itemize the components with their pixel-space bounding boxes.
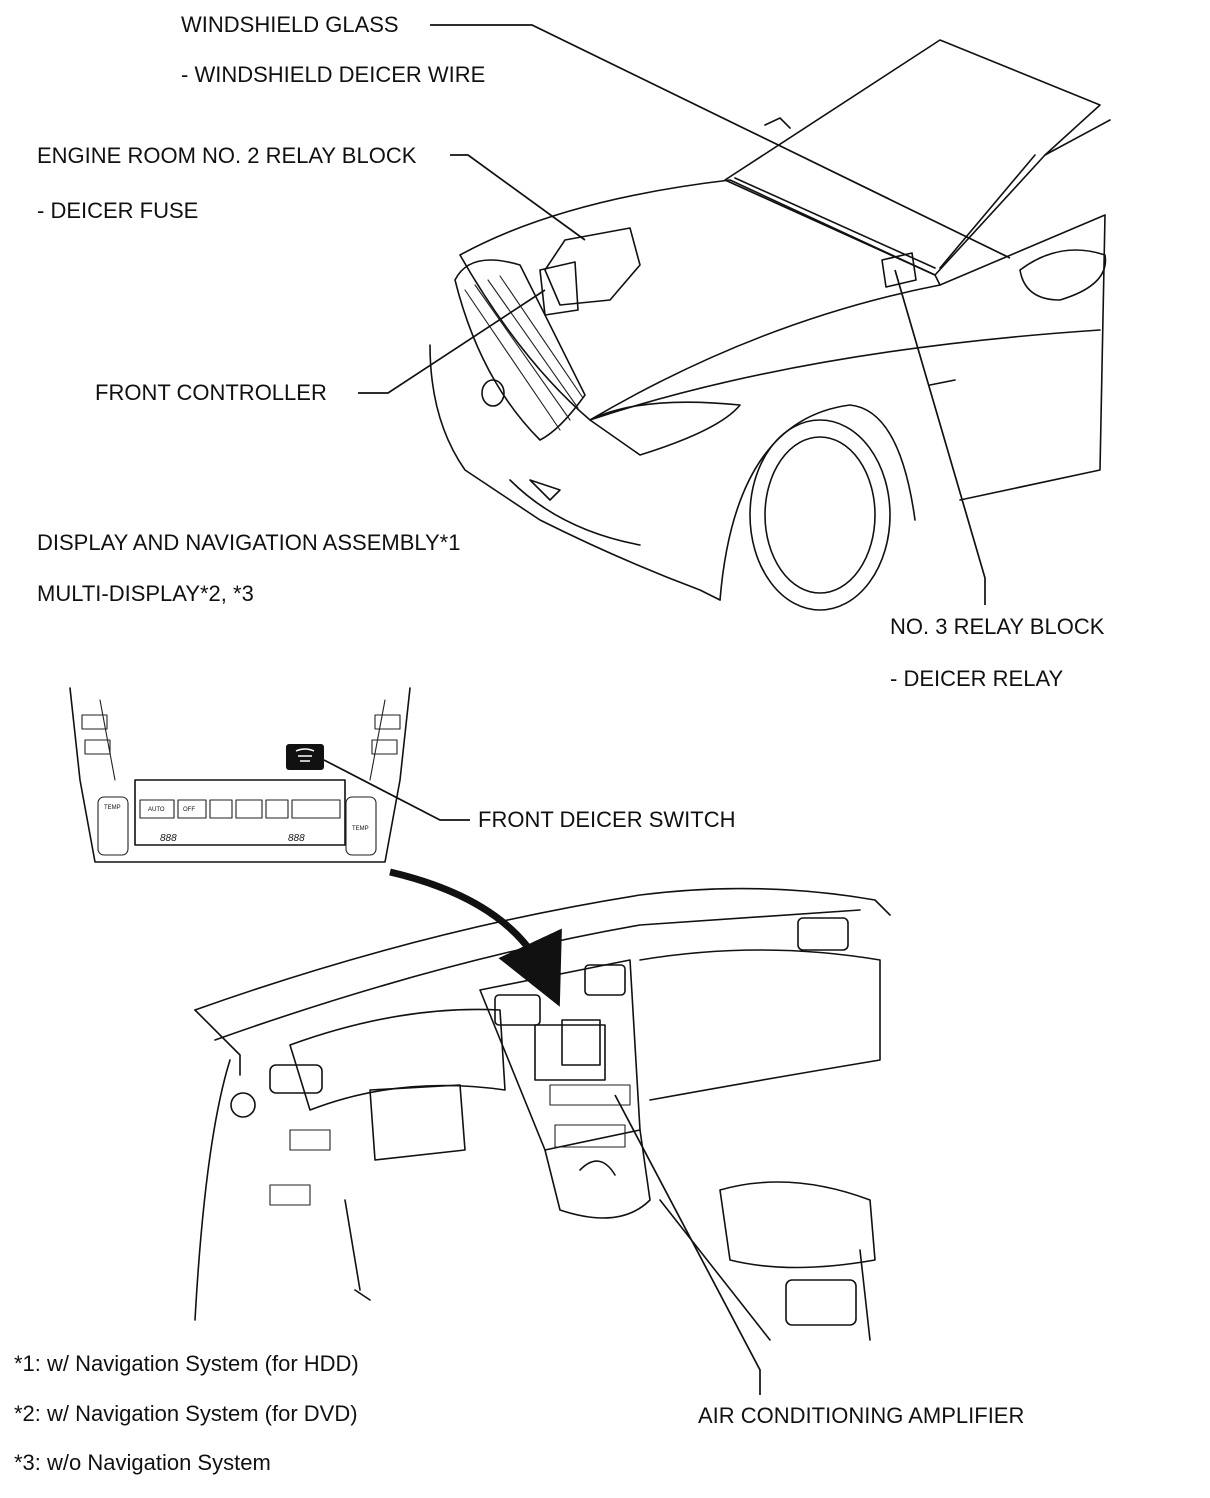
armrest bbox=[719, 1181, 876, 1269]
right-vent-slat-1 bbox=[374, 714, 401, 730]
leader-no3-relay-block bbox=[894, 269, 986, 605]
left-air-vent bbox=[269, 1064, 323, 1094]
headlamp bbox=[589, 401, 741, 456]
center-console bbox=[544, 1129, 651, 1219]
label-display-navigation-assembly: DISPLAY AND NAVIGATION ASSEMBLY*1 bbox=[37, 530, 461, 555]
steering-hub bbox=[369, 1084, 466, 1161]
side-marker bbox=[929, 379, 956, 386]
left-speaker bbox=[230, 1092, 256, 1118]
left-vent-slat-2 bbox=[84, 739, 111, 755]
label-front-deicer-switch: FRONT DEICER SWITCH bbox=[478, 807, 736, 832]
shift-knob bbox=[579, 1160, 616, 1176]
panel-temp-display-right: 888 bbox=[288, 833, 305, 844]
center-stack bbox=[479, 959, 641, 1151]
center-controls bbox=[549, 1084, 631, 1106]
panel-button-4 bbox=[235, 799, 263, 819]
left-door-edge bbox=[194, 1059, 231, 1321]
climate-panel-in-dash bbox=[554, 1124, 626, 1148]
panel-button-5 bbox=[265, 799, 289, 819]
dashboard-illustration bbox=[194, 887, 891, 1341]
left-switch-cluster-1 bbox=[289, 1129, 331, 1151]
bumper-crease bbox=[509, 479, 641, 546]
front-bumper bbox=[429, 344, 721, 601]
panel-temp-right-text: TEMP bbox=[352, 826, 369, 832]
left-temp-rocker bbox=[97, 796, 129, 856]
console-sides bbox=[659, 1199, 871, 1341]
front-controller-shape bbox=[539, 261, 579, 316]
display-screen bbox=[534, 1024, 606, 1081]
wiper-line bbox=[734, 177, 936, 269]
windshield-lower-edge bbox=[939, 154, 1036, 269]
windshield-outline bbox=[724, 39, 1101, 276]
off-button-shape bbox=[177, 799, 207, 819]
leader-windshield-glass bbox=[430, 24, 1011, 259]
label-windshield-glass: WINDSHIELD GLASS bbox=[181, 12, 399, 37]
pedal-area bbox=[344, 1199, 371, 1301]
footnote-2: *2: w/ Navigation System (for DVD) bbox=[14, 1401, 358, 1426]
roof-edge bbox=[1044, 119, 1111, 156]
leader-front-controller bbox=[358, 289, 546, 394]
display-unit bbox=[561, 1019, 601, 1066]
grille bbox=[454, 259, 586, 441]
auto-button-shape bbox=[139, 799, 175, 819]
grille-slats bbox=[464, 275, 584, 431]
label-engine-room-relay-block: ENGINE ROOM NO. 2 RELAY BLOCK bbox=[37, 143, 417, 168]
rear-air-vent bbox=[785, 1279, 857, 1326]
panel-bezel bbox=[69, 687, 411, 863]
location-arrow bbox=[389, 868, 562, 1007]
front-tire-inner bbox=[764, 436, 876, 594]
emblem bbox=[481, 379, 505, 407]
mirror-stub bbox=[764, 117, 791, 129]
right-vent-slat-2 bbox=[371, 739, 398, 755]
dash-left-end bbox=[194, 1009, 241, 1076]
dash-top-edge-2 bbox=[214, 909, 861, 1041]
no3-relay-block-shape bbox=[881, 252, 917, 288]
instrument-cluster bbox=[289, 1008, 506, 1111]
footnote-1: *1: w/ Navigation System (for HDD) bbox=[14, 1351, 359, 1376]
leader-air-conditioning-amplifier bbox=[614, 1094, 761, 1395]
label-multi-display: MULTI-DISPLAY*2, *3 bbox=[37, 581, 254, 606]
hood-outline bbox=[459, 179, 941, 421]
panel-button-3 bbox=[209, 799, 233, 819]
right-dash-panel bbox=[639, 949, 881, 1101]
panel-temp-left-text: TEMP bbox=[104, 805, 121, 811]
climate-control-panel bbox=[69, 687, 411, 863]
panel-face bbox=[134, 779, 346, 846]
left-vent-slat-1 bbox=[81, 714, 108, 730]
engine-room-relay-block-shape bbox=[544, 227, 641, 306]
label-deicer-fuse: - DEICER FUSE bbox=[37, 198, 199, 223]
car-illustration bbox=[429, 39, 1111, 611]
front-wheel bbox=[749, 419, 891, 611]
right-temp-rocker bbox=[345, 796, 377, 856]
dash-top-edge bbox=[194, 887, 891, 1011]
wheel-arch bbox=[719, 404, 916, 601]
panel-temp-display-left: 888 bbox=[160, 833, 177, 844]
panel-off-text: OFF bbox=[183, 807, 195, 813]
left-switch-cluster-2 bbox=[269, 1184, 311, 1206]
label-no3-relay-block: NO. 3 RELAY BLOCK bbox=[890, 614, 1105, 639]
panel-button-6 bbox=[291, 799, 341, 819]
label-deicer-relay: - DEICER RELAY bbox=[890, 666, 1064, 691]
label-air-conditioning-amplifier: AIR CONDITIONING AMPLIFIER bbox=[698, 1403, 1025, 1428]
deicer-switch-icon bbox=[295, 748, 315, 762]
door-mirror bbox=[1019, 249, 1107, 301]
leader-engine-room-relay-block bbox=[450, 154, 586, 241]
label-front-controller: FRONT CONTROLLER bbox=[95, 380, 327, 405]
right-air-vent bbox=[797, 917, 849, 951]
fog-lamp bbox=[529, 479, 561, 501]
footnote-3: *3: w/o Navigation System bbox=[14, 1450, 271, 1475]
center-vent-left bbox=[494, 994, 541, 1026]
leader-front-deicer-switch bbox=[323, 759, 470, 821]
deicer-switch-button bbox=[286, 744, 324, 770]
side-body bbox=[939, 214, 1106, 501]
panel-auto-text: AUTO bbox=[148, 807, 165, 813]
label-windshield-deicer-wire: - WINDSHIELD DEICER WIRE bbox=[181, 62, 486, 87]
shoulder-line bbox=[589, 329, 1101, 421]
bezel-inner bbox=[99, 699, 386, 781]
center-vent-right bbox=[584, 964, 626, 996]
